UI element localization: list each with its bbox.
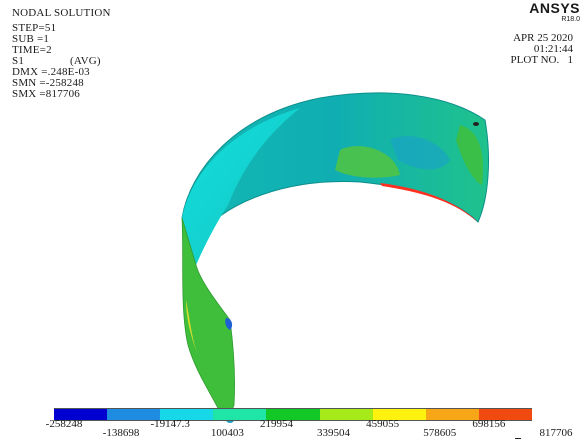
plot-time: 01:21:44: [533, 43, 573, 55]
ansys-logo: ANSYS R18.0: [529, 1, 580, 24]
color-legend-bar: [54, 408, 532, 421]
brand-name: ANSYS: [529, 0, 580, 16]
green-region-mid: [335, 146, 400, 178]
hotspot-region: [390, 136, 450, 170]
legend-swatch: [213, 409, 267, 420]
result-title: NODAL SOLUTION: [12, 7, 111, 19]
green-region-upper: [456, 125, 484, 185]
step-value: STEP=51: [12, 22, 57, 34]
legend-label-upper: -138698: [102, 427, 140, 439]
legend-label-lower: -19147.3: [150, 418, 190, 430]
smx-value: SMX =817706: [12, 88, 80, 100]
brand-version: R18.0: [561, 16, 580, 23]
plot-meta: APR 25 2020 01:21:44 PLOT NO. 1: [511, 33, 573, 66]
legend-swatch: [160, 409, 214, 420]
legend-label-lower: 219954: [259, 418, 293, 430]
axis-triad-mark: [515, 438, 521, 439]
shell-lower-strip: [181, 217, 235, 414]
legend-label-upper: 578605: [423, 427, 457, 439]
quantity-label: S1: [12, 55, 25, 67]
legend-label-upper: 339504: [317, 427, 351, 439]
legend-label-upper: 100403: [210, 427, 244, 439]
legend-swatch: [107, 409, 161, 420]
legend-swatch: [266, 409, 320, 420]
legend-label-lower: 698156: [472, 418, 506, 430]
avg-label: (AVG): [70, 55, 101, 67]
legend-label-upper: 817706: [539, 427, 573, 439]
blue-patch-lower: [225, 318, 233, 330]
high-stress-edge: [380, 183, 478, 222]
legend-swatch: [478, 409, 532, 420]
substep-value: SUB =1: [12, 33, 50, 45]
shell-inner-surface: [182, 108, 300, 265]
plot-date: APR 25 2020: [513, 32, 573, 44]
smn-value: SMN =-258248: [12, 77, 84, 89]
solution-info: NODAL SOLUTION STEP=51 SUB =1 TIME=2 S1 (…: [12, 8, 111, 100]
legend-label-lower: 459055: [366, 418, 400, 430]
plot-number: PLOT NO. 1: [510, 54, 573, 66]
dmx-value: DMX =.248E-03: [12, 66, 90, 78]
node-marker-top: [473, 122, 479, 126]
legend-swatch: [372, 409, 426, 420]
legend-swatch: [319, 409, 373, 420]
legend-swatch: [54, 409, 108, 420]
legend-swatch: [425, 409, 479, 420]
legend-label-lower: -258248: [45, 418, 83, 430]
quantity-row: S1 (AVG): [12, 56, 111, 67]
time-value: TIME=2: [12, 44, 52, 56]
